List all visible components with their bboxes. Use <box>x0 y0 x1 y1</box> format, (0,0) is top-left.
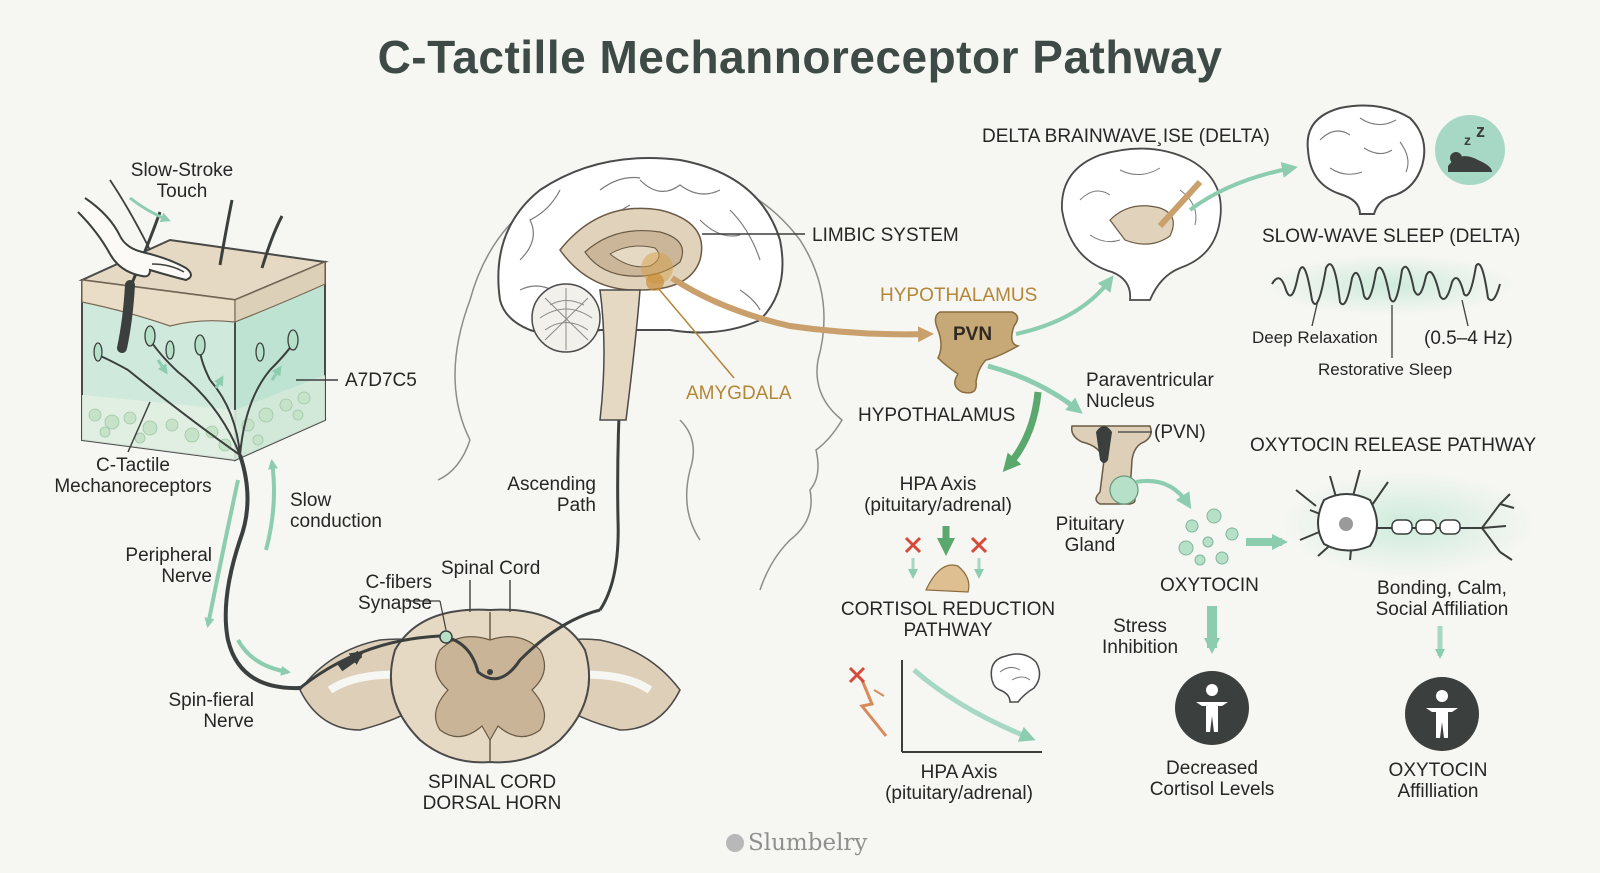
label-line: Synapse <box>358 593 432 614</box>
frequency-label: (0.5–4 Hz) <box>1424 328 1513 349</box>
oxytocin-release-header: OXYTOCIN RELEASE PATHWAY <box>1250 435 1537 456</box>
paraventricular-label: Paraventricular Nucleus <box>1086 370 1214 412</box>
sleep-icon: z z <box>1435 115 1505 185</box>
person-icon <box>1175 671 1249 745</box>
label-line: Inhibition <box>1101 637 1179 658</box>
brain-icon <box>1306 104 1426 215</box>
label-line: Social Affiliation <box>1375 599 1509 620</box>
label-line: Affilliation <box>1397 781 1479 802</box>
label-line: Cortisol Levels <box>1149 779 1275 800</box>
label-line: HPA Axis <box>899 474 977 495</box>
deep-relaxation-label: Deep Relaxation <box>1252 328 1378 347</box>
pvn-paren-label: (PVN) <box>1154 422 1206 443</box>
label-line: Paraventricular <box>1086 370 1214 391</box>
label-line: conduction <box>290 511 382 532</box>
label-line: Pituitary <box>1055 514 1125 535</box>
svg-text:z: z <box>1476 121 1485 141</box>
neuron-icon <box>1282 469 1534 576</box>
label-line: Spin-fieral <box>168 690 254 711</box>
label-line: Bonding, Calm, <box>1377 578 1507 599</box>
limbic-system-label: LIMBIC SYSTEM <box>812 225 959 246</box>
label-line: SPINAL CORD <box>427 772 557 793</box>
label-line: Slow-Stroke <box>130 160 234 181</box>
label-line: C-Tactile <box>96 455 170 476</box>
c-fibers-label: C-fibers Synapse <box>310 572 432 614</box>
label-line: Nucleus <box>1086 391 1155 412</box>
oxytocin-molecules <box>1178 508 1239 566</box>
head-brain <box>437 157 843 591</box>
label-line: CORTISOL REDUCTION <box>840 599 1056 620</box>
label-line: Gland <box>1064 535 1116 556</box>
delta-brainwave-header: DELTA BRAINWAVE¸ISE (DELTA) <box>982 126 1270 147</box>
label-line: (pituitary/adrenal) <box>885 783 1033 804</box>
oxytocin-label: OXYTOCIN <box>1160 575 1259 596</box>
person-icon <box>1405 677 1479 751</box>
brand-name: Slumbelry <box>748 830 868 856</box>
dorsal-horn-label: SPINAL CORD DORSAL HORN <box>402 772 582 814</box>
slow-stroke-label: Slow-Stroke Touch <box>112 160 252 202</box>
label-line: C-fibers <box>365 572 432 593</box>
brand-mark-icon <box>726 834 744 852</box>
wave-icon <box>1265 255 1515 358</box>
hypothalamus-bottom-label: HYPOTHALAMUS <box>858 405 1016 426</box>
hpa-axis-top-label: HPA Axis (pituitary/adrenal) <box>846 474 1030 516</box>
pvn-shape <box>934 311 1021 394</box>
spinal-nerve-label: Spin-fieral Nerve <box>138 690 254 732</box>
brain-icon <box>1061 147 1222 301</box>
oxytocin-affiliation-label: OXYTOCIN Affilliation <box>1380 760 1496 802</box>
pituitary-gland <box>1070 425 1152 505</box>
label-line: PATHWAY <box>903 620 993 641</box>
label-line: Stress <box>1113 616 1167 637</box>
label-line: Path <box>556 495 596 516</box>
label-line: (pituitary/adrenal) <box>864 495 1012 516</box>
amygdala-label: AMYGDALA <box>686 383 792 404</box>
brain-icon <box>990 653 1041 703</box>
skin-block <box>78 199 329 462</box>
slow-wave-sleep-header: SLOW-WAVE SLEEP (DELTA) <box>1262 226 1521 247</box>
stress-inhibition-label: Stress Inhibition <box>1088 616 1192 658</box>
brand-logo: Slumbelry <box>726 830 867 856</box>
mechanoreceptors-label: C-Tactile Mechanoreceptors <box>38 455 228 497</box>
peripheral-nerve-label: Peripheral Nerve <box>102 545 212 587</box>
label-line: Peripheral <box>125 545 212 566</box>
label-line: Slow <box>290 490 332 511</box>
hpa-axis-bottom-label: HPA Axis (pituitary/adrenal) <box>866 762 1052 804</box>
label-line: HPA Axis <box>920 762 998 783</box>
label-line: Touch <box>156 181 208 202</box>
pvn-label: PVN <box>953 324 993 345</box>
cortisol-reduction-label: CORTISOL REDUCTION PATHWAY <box>838 599 1058 641</box>
a7d7c5-label: A7D7C5 <box>345 370 417 391</box>
pituitary-gland-label: Pituitary Gland <box>1040 514 1140 556</box>
page-title: C-Tactille Mechannoreceptor Pathway <box>377 31 1223 83</box>
label-line: OXYTOCIN <box>1388 760 1488 781</box>
cross-icon <box>904 536 988 554</box>
label-line: Mechanoreceptors <box>54 476 212 497</box>
label-line: Decreased <box>1166 758 1258 779</box>
hypothalamus-top-label: HYPOTHALAMUS <box>880 285 1038 306</box>
restorative-sleep-label: Restorative Sleep <box>1318 360 1453 379</box>
label-line: Nerve <box>203 711 254 732</box>
slow-conduction-label: Slow conduction <box>290 490 382 532</box>
decreased-cortisol-label: Decreased Cortisol Levels <box>1136 758 1288 800</box>
cortisol-graph <box>848 660 1042 753</box>
spinal-cord-label: Spinal Cord <box>441 558 541 579</box>
ascending-path-label: Ascending Path <box>490 474 596 516</box>
hand-icon <box>77 179 192 282</box>
label-line: DORSAL HORN <box>422 793 562 814</box>
label-line: Nerve <box>161 566 212 587</box>
bonding-label: Bonding, Calm, Social Affiliation <box>1360 578 1524 620</box>
label-line: Ascending <box>507 474 596 495</box>
svg-text:z: z <box>1464 132 1471 148</box>
